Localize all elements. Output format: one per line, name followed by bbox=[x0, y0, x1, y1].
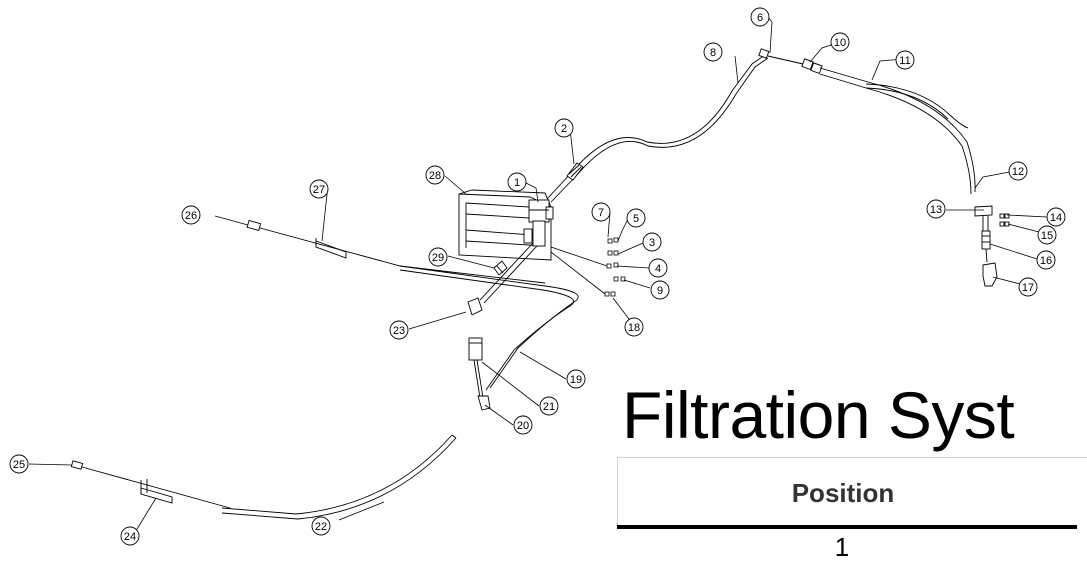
svg-text:7: 7 bbox=[598, 207, 604, 219]
fitting-2 bbox=[566, 162, 584, 181]
svg-text:4: 4 bbox=[655, 263, 661, 275]
bracket-27 bbox=[315, 238, 347, 259]
svg-text:8: 8 bbox=[710, 47, 716, 59]
callout-21: 21 bbox=[539, 396, 559, 416]
callout-18: 18 bbox=[624, 317, 644, 337]
fitting-26 bbox=[246, 219, 262, 231]
callout-24: 24 bbox=[120, 526, 140, 546]
callout-1: 1 bbox=[507, 172, 527, 192]
nuts-14-15 bbox=[999, 213, 1010, 227]
svg-text:11: 11 bbox=[899, 55, 910, 67]
svg-text:18: 18 bbox=[628, 322, 640, 334]
svg-text:16: 16 bbox=[1040, 255, 1052, 267]
callout-3: 3 bbox=[642, 232, 662, 252]
svg-text:13: 13 bbox=[930, 204, 942, 216]
svg-text:28: 28 bbox=[429, 170, 441, 182]
callout-17: 17 bbox=[1018, 277, 1038, 297]
filter-head bbox=[523, 199, 554, 247]
gauge-21 bbox=[468, 337, 484, 399]
svg-text:25: 25 bbox=[13, 459, 25, 471]
callout-13: 13 bbox=[926, 199, 946, 219]
fitting-29 bbox=[493, 260, 508, 276]
callout-14: 14 bbox=[1046, 207, 1066, 227]
hose-11 bbox=[819, 67, 976, 195]
diagram-canvas: 1 2 3 4 5 6 7 8 9 10 11 12 13 14 15 16 1… bbox=[9, 7, 1087, 560]
svg-text:22: 22 bbox=[315, 521, 327, 533]
hose-8 bbox=[546, 54, 769, 203]
callout-15: 15 bbox=[1037, 225, 1057, 245]
svg-text:17: 17 bbox=[1022, 282, 1034, 294]
callout-10: 10 bbox=[830, 32, 850, 52]
callout-16: 16 bbox=[1036, 250, 1056, 270]
callout-11: 11 bbox=[895, 50, 915, 70]
callout-22: 22 bbox=[311, 516, 331, 536]
svg-text:27: 27 bbox=[313, 184, 325, 196]
callout-2: 2 bbox=[554, 118, 574, 138]
fasteners bbox=[550, 237, 626, 297]
svg-text:1: 1 bbox=[514, 177, 520, 189]
bracket-24 bbox=[140, 479, 173, 504]
svg-text:19: 19 bbox=[570, 374, 582, 386]
svg-text:6: 6 bbox=[757, 12, 763, 24]
column-header-position: Position bbox=[617, 458, 1068, 528]
svg-text:3: 3 bbox=[649, 237, 655, 249]
callout-12: 12 bbox=[1008, 161, 1028, 181]
hose-22 bbox=[81, 434, 457, 520]
callout-23: 23 bbox=[389, 320, 409, 340]
svg-text:29: 29 bbox=[432, 252, 444, 264]
elbow-20 bbox=[477, 395, 491, 411]
callout-19: 19 bbox=[566, 369, 586, 389]
bracket-13 bbox=[974, 205, 993, 231]
svg-text:21: 21 bbox=[543, 401, 555, 413]
svg-text:20: 20 bbox=[517, 420, 529, 432]
callout-26: 26 bbox=[181, 205, 201, 225]
svg-text:5: 5 bbox=[633, 213, 639, 225]
svg-text:26: 26 bbox=[185, 210, 197, 222]
svg-text:23: 23 bbox=[393, 325, 405, 337]
elbow-17 bbox=[982, 262, 998, 287]
svg-text:24: 24 bbox=[124, 531, 136, 543]
callout-6: 6 bbox=[750, 7, 770, 27]
svg-text:2: 2 bbox=[561, 123, 567, 135]
fitting-25 bbox=[70, 460, 84, 470]
callout-4: 4 bbox=[648, 258, 668, 278]
svg-text:12: 12 bbox=[1012, 166, 1024, 178]
parts-table: Position 1 bbox=[617, 457, 1087, 568]
fitting-6 bbox=[758, 48, 804, 65]
callout-9: 9 bbox=[650, 280, 670, 300]
elbow-23 bbox=[467, 297, 483, 316]
callout-27: 27 bbox=[309, 179, 329, 199]
svg-text:15: 15 bbox=[1041, 230, 1053, 242]
callout-25: 25 bbox=[9, 454, 29, 474]
callout-29: 29 bbox=[428, 247, 448, 267]
diagram-title: Filtration Syst bbox=[622, 378, 1015, 452]
svg-text:10: 10 bbox=[834, 37, 846, 49]
callout-8: 8 bbox=[703, 42, 723, 62]
svg-text:14: 14 bbox=[1050, 212, 1062, 224]
filtration-assembly-drawing: 1 2 3 4 5 6 7 8 9 10 11 12 13 14 15 16 1… bbox=[9, 7, 1066, 546]
fitting-16 bbox=[981, 230, 991, 263]
hose-19 bbox=[479, 242, 538, 304]
callout-28: 28 bbox=[425, 165, 445, 185]
table-cell-position: 1 bbox=[834, 532, 850, 562]
callout-5: 5 bbox=[626, 208, 646, 228]
fitting-10 bbox=[801, 58, 823, 75]
svg-text:9: 9 bbox=[657, 285, 663, 297]
hose-run-upper bbox=[259, 227, 579, 391]
callout-20: 20 bbox=[513, 415, 533, 435]
callout-7: 7 bbox=[591, 202, 611, 222]
header-divider bbox=[617, 525, 1077, 529]
